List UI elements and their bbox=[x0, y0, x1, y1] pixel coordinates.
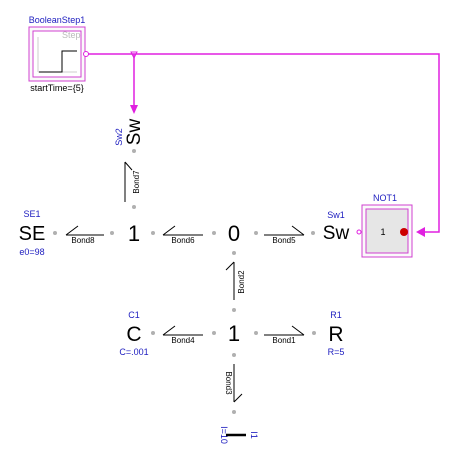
signal-wires bbox=[88, 53, 440, 233]
bond1[interactable] bbox=[264, 325, 305, 336]
bond2[interactable] bbox=[225, 261, 235, 300]
boolean-step-name: BooleanStep1 bbox=[29, 15, 86, 25]
i-name: I1 bbox=[249, 431, 259, 439]
sw1-symbol[interactable]: Sw bbox=[323, 223, 350, 244]
signal-line-step-to-not bbox=[88, 53, 440, 233]
bond7[interactable] bbox=[124, 161, 133, 202]
r-symbol[interactable]: R bbox=[328, 323, 343, 346]
arrowhead-to-not bbox=[416, 227, 425, 237]
bond8[interactable] bbox=[65, 225, 104, 236]
bond7-label: Bond7 bbox=[132, 170, 141, 194]
i-param: I=10 bbox=[219, 426, 229, 444]
not-output-dot bbox=[400, 228, 408, 236]
step-waveform bbox=[39, 50, 77, 73]
bond5[interactable] bbox=[264, 225, 305, 236]
j1-top-port-right bbox=[151, 231, 155, 235]
bond3-label: Bond3 bbox=[224, 371, 233, 395]
bond2-label: Bond2 bbox=[237, 270, 246, 294]
boolean-step-param: startTime={5} bbox=[30, 83, 83, 93]
se-name: SE1 bbox=[23, 209, 40, 219]
bond8-label: Bond8 bbox=[71, 236, 95, 245]
sw1-name: Sw1 bbox=[327, 210, 345, 220]
r-name: R1 bbox=[330, 310, 342, 320]
j0-port-right bbox=[254, 231, 258, 235]
boolean-step-block[interactable] bbox=[28, 26, 86, 82]
c-name: C1 bbox=[128, 310, 140, 320]
bond4[interactable] bbox=[162, 325, 203, 336]
sw1-port bbox=[311, 231, 315, 235]
se-param: e0=98 bbox=[19, 247, 44, 257]
i-port bbox=[232, 410, 236, 414]
sw2-name: Sw2 bbox=[114, 128, 124, 146]
one-junction-bottom[interactable]: 1 bbox=[228, 321, 240, 346]
j0-port-left bbox=[212, 231, 216, 235]
j1-top-port-up bbox=[132, 205, 136, 209]
not-left-port[interactable] bbox=[356, 229, 362, 235]
zero-junction[interactable]: 0 bbox=[228, 221, 240, 246]
one-junction-top[interactable]: 1 bbox=[128, 221, 140, 246]
se-port bbox=[53, 231, 57, 235]
boolean-step-icon-text: Step bbox=[62, 30, 81, 40]
j1-bot-port-right bbox=[254, 331, 258, 335]
bond3[interactable] bbox=[233, 364, 243, 403]
sw2-port bbox=[132, 149, 136, 153]
r-port bbox=[312, 331, 316, 335]
bond4-label: Bond4 bbox=[171, 336, 195, 345]
j0-port-down bbox=[232, 251, 236, 255]
c-port bbox=[151, 331, 155, 335]
not-block-icon-text: 1 bbox=[380, 227, 385, 237]
sw2-symbol[interactable]: Sw bbox=[124, 119, 145, 146]
j1-top-port-left bbox=[110, 231, 114, 235]
j1-bot-port-left bbox=[212, 331, 216, 335]
bond6-label: Bond6 bbox=[171, 236, 195, 245]
r-param: R=5 bbox=[328, 347, 345, 357]
bond6[interactable] bbox=[162, 225, 203, 236]
se-symbol[interactable]: SE bbox=[19, 223, 46, 245]
tick-on-signal-line bbox=[130, 51, 138, 60]
j1-bot-port-up bbox=[232, 308, 236, 312]
arrowhead-to-sw2 bbox=[130, 105, 138, 114]
not-block-name: NOT1 bbox=[373, 193, 397, 203]
j1-bot-port-down bbox=[232, 353, 236, 357]
bond1-label: Bond1 bbox=[272, 336, 296, 345]
c-param: C=.001 bbox=[119, 347, 148, 357]
bond5-label: Bond5 bbox=[272, 236, 296, 245]
c-symbol[interactable]: C bbox=[126, 323, 141, 346]
boolean-step-output-port[interactable] bbox=[83, 51, 89, 57]
